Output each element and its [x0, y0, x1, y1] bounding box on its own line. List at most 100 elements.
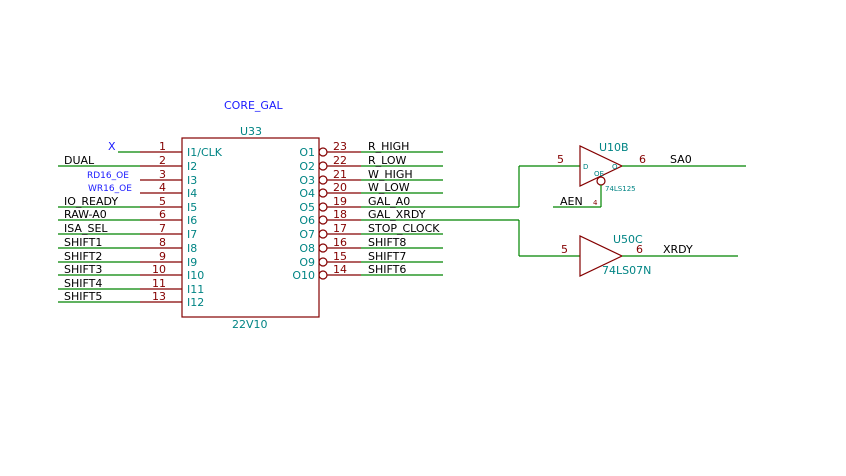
- u33-pin-23-inversion-bubble: [318, 147, 328, 157]
- u50c-reference: U50C: [613, 233, 643, 246]
- net-label-r-low: R_LOW: [368, 154, 407, 167]
- u10b-input-marker: D: [583, 163, 588, 171]
- u33-pin-19-inversion-bubble: [318, 202, 328, 212]
- u33-pin-number: 17: [333, 222, 347, 235]
- u10b-output-marker: O: [612, 163, 618, 171]
- u33-pin-name: I8: [187, 242, 197, 255]
- u50c-value: 74LS07N: [602, 264, 651, 277]
- net-label-raw-a0: RAW-A0: [64, 208, 107, 221]
- net-label-shift2: SHIFT2: [64, 250, 102, 263]
- u33-pin-number: 20: [333, 181, 347, 194]
- u33-pin-number: 15: [333, 250, 347, 263]
- u33-pin-number: 6: [159, 208, 166, 221]
- u33-pin-name: I2: [187, 160, 197, 173]
- net-label-io-ready: IO_READY: [64, 195, 118, 208]
- u33-pin-number: 19: [333, 195, 347, 208]
- u33-pin-number: 2: [159, 154, 166, 167]
- u33-pin-name: O9: [299, 256, 315, 269]
- u33-reference: U33: [240, 125, 262, 138]
- u10b-buffer[interactable]: U10B 74LS125 5 6 4 D O OE SA0 AEN: [443, 141, 746, 208]
- u33-pin-number: 5: [159, 195, 166, 208]
- u33-pin-number: 9: [159, 250, 166, 263]
- u33-pin-18-inversion-bubble: [318, 215, 328, 225]
- u33-pin-name: I9: [187, 256, 197, 269]
- u33-pin-number: 18: [333, 208, 347, 221]
- net-label-gal-xrdy: GAL_XRDY: [368, 208, 426, 221]
- net-label-shift1: SHIFT1: [64, 236, 102, 249]
- u33-pin-5[interactable]: 5 I5 IO_READY: [58, 195, 197, 214]
- u33-pin-name: O8: [299, 242, 315, 255]
- u33-pin-number: 1: [159, 140, 166, 153]
- u33-pin-name: I5: [187, 201, 197, 214]
- u33-pin-2[interactable]: 2 I2 DUAL: [58, 154, 197, 173]
- u33-pin-1[interactable]: 1 I1/CLK X: [108, 140, 223, 159]
- u33-pin-name: O10: [292, 269, 315, 282]
- u33-pin-15[interactable]: 15 O9 SHIFT7: [299, 250, 443, 269]
- u50c-triangle: [579, 235, 624, 277]
- u33-pin-number: 3: [159, 168, 166, 181]
- u33-pin-13[interactable]: 13 I12 SHIFT5: [58, 290, 204, 309]
- u33-pin-name: O5: [299, 201, 315, 214]
- net-label-shift8: SHIFT8: [368, 236, 406, 249]
- u33-pin-6[interactable]: 6 I6 RAW-A0: [58, 208, 197, 227]
- u10b-input-pin-number: 5: [557, 153, 564, 166]
- u50c-buffer[interactable]: U50C 74LS07N 5 6 XRDY: [443, 219, 738, 277]
- u50c-input-pin-number: 5: [561, 243, 568, 256]
- u33-pin-number: 22: [333, 154, 347, 167]
- u33-pin-number: 13: [152, 290, 166, 303]
- u33-pin-number: 8: [159, 236, 166, 249]
- u33-pin-22-inversion-bubble: [318, 161, 328, 171]
- u33-pin-8[interactable]: 8 I8 SHIFT1: [58, 236, 197, 255]
- net-label-dual: DUAL: [64, 154, 95, 167]
- u33-pin-name: I12: [187, 296, 204, 309]
- net-label-wr16-oe: WR16_OE: [88, 184, 132, 194]
- u33-pin-number: 14: [333, 263, 347, 276]
- u33-pin-name: I1/CLK: [187, 146, 223, 159]
- u33-pin-name: O4: [299, 187, 315, 200]
- u10b-enable-marker: OE: [594, 170, 604, 178]
- u33-pin-14-inversion-bubble: [318, 270, 328, 280]
- u33-pin-19[interactable]: 19 O5 GAL_A0: [299, 195, 443, 214]
- u33-pin-number: 16: [333, 236, 347, 249]
- net-label-x: X: [108, 140, 116, 153]
- u10b-output-pin-number: 6: [639, 153, 646, 166]
- net-label-gal-a0: GAL_A0: [368, 195, 410, 208]
- u33-pin-name: O7: [299, 228, 315, 241]
- net-label-isa-sel: ISA_SEL: [64, 222, 108, 235]
- net-label-shift5: SHIFT5: [64, 290, 102, 303]
- sheet-title: CORE_GAL: [224, 99, 283, 112]
- u33-pin-number: 11: [152, 277, 166, 290]
- u50c-output-pin-number: 6: [636, 243, 643, 256]
- net-label-r-high: R_HIGH: [368, 140, 409, 153]
- u33-pin-number: 7: [159, 222, 166, 235]
- u33-body: [181, 137, 320, 318]
- u33-value: 22V10: [232, 318, 268, 331]
- u33-pin-name: I6: [187, 214, 197, 227]
- u10b-reference: U10B: [599, 141, 629, 154]
- u10b-enable-pin-number: 4: [593, 199, 598, 207]
- aen-net-label: AEN: [560, 195, 583, 208]
- u33-pin-16[interactable]: 16 O8 SHIFT8: [299, 236, 443, 255]
- net-label-shift7: SHIFT7: [368, 250, 406, 263]
- u33-pin-number: 21: [333, 168, 347, 181]
- u33-pin-9[interactable]: 9 I9 SHIFT2: [58, 250, 197, 269]
- u33-pin-17-inversion-bubble: [318, 229, 328, 239]
- u33-pin-name: O3: [299, 174, 315, 187]
- u33-pin-name: I3: [187, 174, 197, 187]
